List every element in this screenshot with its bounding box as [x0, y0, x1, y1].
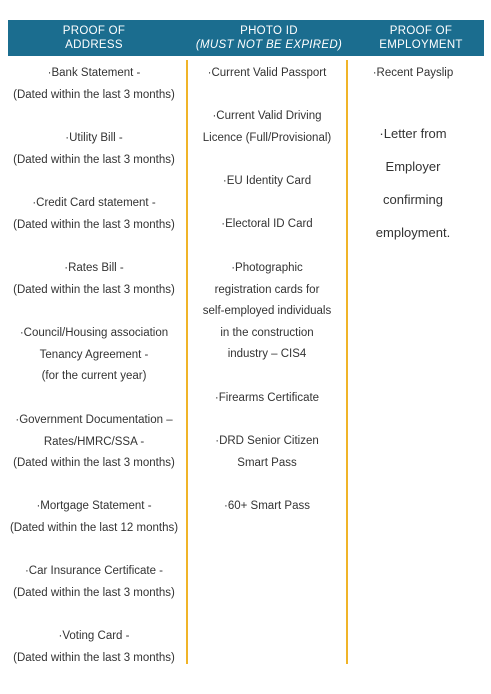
list-item: ·Council/Housing association Tenancy Agr…	[0, 323, 188, 388]
item-line: ·Current Valid Passport	[207, 67, 327, 79]
column-divider	[186, 60, 188, 664]
list-item: ·Mortgage Statement - (Dated within the …	[0, 496, 188, 539]
item-line: ·Recent Payslip	[372, 67, 454, 79]
item-line: ·Bank Statement -	[47, 67, 141, 79]
list-item: ·Bank Statement - (Dated within the last…	[0, 63, 188, 106]
item-line: ·Letter from	[379, 126, 447, 141]
item-line: ·Car Insurance Certificate -	[24, 565, 164, 577]
item-line: (Dated within the last 12 months)	[9, 521, 179, 534]
item-line: (Dated within the last 3 months)	[13, 651, 175, 664]
list-item: ·Photographic registration cards for sel…	[188, 258, 346, 366]
header-photo-id: PHOTO ID (MUST NOT BE EXPIRED)	[180, 20, 358, 56]
list-item: ·60+ Smart Pass	[188, 496, 346, 518]
header-note: (MUST NOT BE EXPIRED)	[195, 39, 343, 51]
item-line: (Dated within the last 3 months)	[13, 586, 175, 599]
list-item: ·Car Insurance Certificate - (Dated with…	[0, 561, 188, 604]
list-item: ·Current Valid Passport	[188, 63, 346, 85]
list-item: ·Electoral ID Card	[188, 214, 346, 236]
list-item: ·Credit Card statement - (Dated within t…	[0, 193, 188, 236]
item-line: Tenancy Agreement -	[39, 348, 149, 361]
item-line: ·Council/Housing association	[19, 327, 169, 339]
item-line: ·Utility Bill -	[65, 132, 123, 144]
item-line: (Dated within the last 3 months)	[13, 218, 175, 231]
item-line: Rates/HMRC/SSA -	[43, 435, 145, 448]
item-line: Employer	[385, 159, 441, 174]
item-line: ·EU Identity Card	[222, 175, 312, 187]
header-line: EMPLOYMENT	[379, 39, 463, 51]
header-line: PHOTO ID	[240, 25, 298, 37]
column-divider	[346, 60, 348, 664]
item-line: ·Government Documentation –	[15, 414, 173, 426]
item-line: ·Current Valid Driving	[212, 110, 322, 122]
item-line: (Dated within the last 3 months)	[13, 88, 175, 101]
table-header: PROOF OF ADDRESS PHOTO ID (MUST NOT BE E…	[8, 20, 484, 56]
list-item: ·Firearms Certificate	[188, 388, 346, 410]
item-line: confirming	[383, 192, 443, 207]
item-line: in the construction	[220, 326, 314, 339]
list-item: ·Government Documentation – Rates/HMRC/S…	[0, 410, 188, 475]
item-line: Licence (Full/Provisional)	[202, 131, 332, 144]
item-line: registration cards for	[214, 283, 320, 296]
item-line: (Dated within the last 3 months)	[13, 153, 175, 166]
item-line: ·Rates Bill -	[64, 262, 124, 274]
header-proof-of-employment: PROOF OF EMPLOYMENT	[358, 20, 484, 56]
list-item: ·DRD Senior Citizen Smart Pass	[188, 431, 346, 474]
item-line: (for the current year)	[41, 370, 147, 383]
item-line: (Dated within the last 3 months)	[13, 457, 175, 470]
header-line: PROOF OF	[62, 25, 126, 37]
item-line: industry – CIS4	[227, 348, 307, 361]
list-item: ·EU Identity Card	[188, 171, 346, 193]
list-item: ·Voting Card - (Dated within the last 3 …	[0, 626, 188, 669]
item-line: employment.	[375, 225, 451, 240]
item-line: self-employed individuals	[202, 305, 332, 318]
item-line: (Dated within the last 3 months)	[13, 283, 175, 296]
item-line: ·DRD Senior Citizen	[215, 435, 319, 447]
header-line: PROOF OF	[389, 25, 453, 37]
list-item: ·Rates Bill - (Dated within the last 3 m…	[0, 258, 188, 301]
item-line: ·Photographic	[231, 262, 303, 274]
list-item: ·Letter from Employer confirming employm…	[348, 117, 478, 249]
item-line: ·Firearms Certificate	[214, 392, 320, 404]
header-line: ADDRESS	[65, 39, 123, 51]
header-proof-of-address: PROOF OF ADDRESS	[8, 20, 180, 56]
item-line: ·Voting Card -	[58, 630, 130, 642]
item-line: Smart Pass	[237, 456, 297, 469]
list-item: ·Recent Payslip	[348, 63, 478, 85]
list-item: ·Utility Bill - (Dated within the last 3…	[0, 128, 188, 171]
item-line: ·Credit Card statement -	[32, 197, 156, 209]
list-item: ·Current Valid Driving Licence (Full/Pro…	[188, 106, 346, 149]
item-line: ·60+ Smart Pass	[224, 500, 310, 512]
item-line: ·Electoral ID Card	[221, 218, 313, 230]
item-line: ·Mortgage Statement -	[36, 500, 152, 512]
